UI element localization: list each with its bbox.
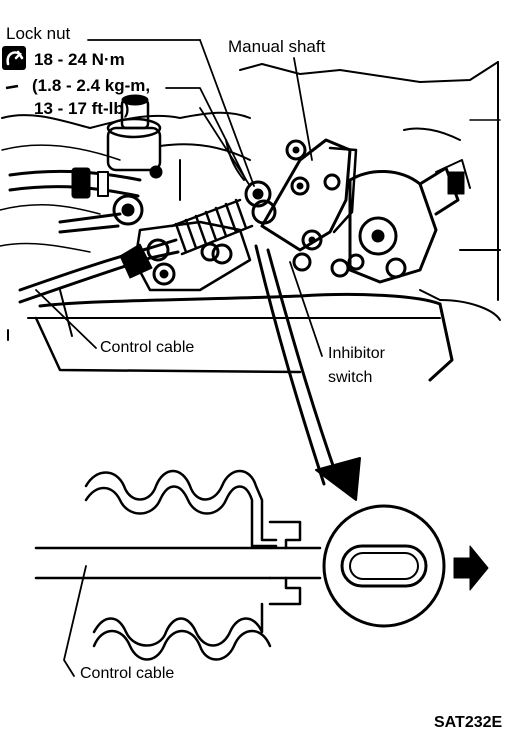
manual-shaft-label: Manual shaft xyxy=(228,37,326,56)
torque-kgm-value: (1.8 - 2.4 kg-m, xyxy=(32,76,151,95)
transmission-assembly xyxy=(0,61,501,382)
inhibitor-switch-label-line1: Inhibitor xyxy=(328,345,385,362)
cable-bellows xyxy=(170,198,254,256)
arrow-right-icon xyxy=(453,545,489,591)
torque-nm-value: 18 - 24 N·m xyxy=(34,50,125,69)
torque-wrench-icon xyxy=(2,46,26,90)
callout-arrow xyxy=(254,244,361,501)
torque-ftlb-value: 13 - 17 ft-lb) xyxy=(34,99,130,118)
lock-nut-label: Lock nut xyxy=(6,24,71,43)
leader-lines-top xyxy=(35,39,323,357)
inhibitor-switch-label-line2: switch xyxy=(328,369,373,386)
control-cable-label-top: Control cable xyxy=(100,339,195,356)
figure-code: SAT232E xyxy=(434,714,503,731)
detail-view xyxy=(34,469,446,677)
control-cable-label-bottom: Control cable xyxy=(80,665,175,682)
